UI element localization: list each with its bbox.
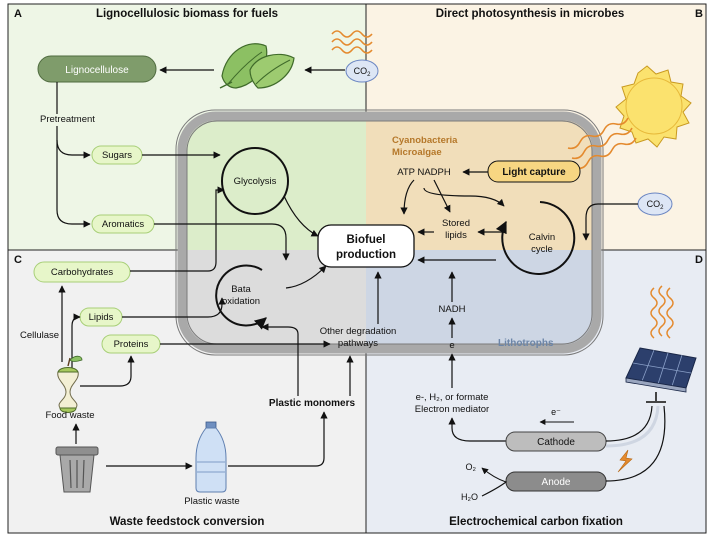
lithotrophs-label: Lithotrophs (498, 338, 554, 349)
plastic-waste-label: Plastic waste (184, 496, 239, 507)
o2-label: O₂ (466, 462, 477, 472)
bata-oxidation-cycle (215, 264, 267, 330)
arrow-bata-to-biofuel (285, 265, 327, 289)
electron-label: e (449, 340, 454, 351)
carbohydrates-label: Carbohydrates (51, 267, 114, 278)
other-pathways-label-line2: pathways (338, 338, 378, 349)
calvin-cycle-label-line1: Calvin (529, 232, 555, 243)
calvin-cycle-label-line2: cycle (531, 244, 553, 255)
arrow-atp-to-biofuel (400, 179, 415, 215)
cyanobacteria-label: Cyanobacteria (392, 135, 458, 146)
arrow-monomers-to-bata (261, 323, 299, 396)
food-waste-label: Food waste (45, 410, 94, 421)
co2-right-label: CO2 (647, 199, 665, 211)
co2-top-node: CO2 (345, 59, 379, 83)
bata-oxidation-label-line2: oxidation (222, 296, 260, 307)
anode-label: Anode (542, 477, 571, 488)
arrow-cathode-to-mediator (448, 417, 506, 442)
figure-border (7, 3, 707, 534)
wires (605, 405, 666, 482)
co2-right-node: CO2 (637, 192, 673, 216)
biofuel-production-node: Biofuel production (317, 224, 415, 268)
biofuel-label-line2: production (336, 249, 396, 261)
heat-waves-d-icon (650, 285, 674, 339)
arrow-pretreatment-to-aromatics (56, 140, 91, 228)
solar-panel-icon (625, 347, 697, 403)
light-capture-label: Light capture (502, 167, 566, 178)
plastic-monomers-label: Plastic monomers (269, 398, 356, 409)
anode-node: Anode (505, 471, 607, 492)
aromatics-label: Aromatics (102, 219, 144, 230)
leaf-icon (219, 43, 295, 89)
heat-waves-a-icon (331, 30, 373, 54)
sugars-node: Sugars (91, 145, 143, 165)
apple-core-icon (57, 355, 83, 413)
mediator-label-line2: Electron mediator (415, 404, 489, 415)
lipids-node: Lipids (79, 307, 123, 327)
light-capture-node: Light capture (487, 160, 581, 183)
carbohydrates-node: Carbohydrates (33, 261, 131, 283)
stored-lipids-label-line1: Stored (442, 218, 470, 229)
arrow-glycolysis-to-biofuel (283, 195, 319, 237)
proteins-label: Proteins (114, 339, 149, 350)
e-minus-label: e⁻ (551, 407, 561, 417)
panel-b-letter: B (695, 8, 703, 20)
arrow-lipids-to-bata (122, 297, 226, 318)
panel-d-title: Electrochemical carbon fixation (449, 516, 623, 528)
cathode-node: Cathode (505, 431, 607, 452)
plastic-bottle-icon (195, 421, 227, 493)
lignocellulose-label: Lignocellulose (65, 65, 129, 76)
lignocellulose-node: Lignocellulose (37, 55, 157, 83)
microalgae-label: Microalgae (392, 147, 442, 158)
panel-a-letter: A (14, 8, 22, 20)
arrow-food-to-lipids (71, 313, 81, 368)
aromatics-node: Aromatics (91, 214, 155, 234)
glycolysis-cycle (221, 147, 289, 215)
co2-top-label: CO2 (354, 66, 372, 78)
trash-can-icon (55, 446, 99, 493)
arrow-aromatics-to-biofuel (154, 223, 290, 261)
cathode-label: Cathode (537, 437, 575, 448)
arrow-h2o-to-o2 (481, 467, 508, 497)
biofuel-label-line1: Biofuel (347, 234, 386, 246)
calvin-cycle (495, 201, 576, 275)
panel-d-letter: D (695, 254, 703, 266)
mediator-label-line1: e-, H₂, or formate (416, 392, 489, 403)
other-pathways-label-line1: Other degradation (320, 326, 397, 337)
arrow-atp-to-stored-lipids (433, 179, 451, 213)
lightning-icon (617, 449, 633, 473)
lipids-label: Lipids (89, 312, 114, 323)
h2o-label: H₂O (461, 492, 478, 502)
stored-lipids-label-line2: lipids (445, 230, 467, 241)
arrow-food-to-proteins (80, 355, 135, 387)
panel-b-title: Direct photosynthesis in microbes (436, 8, 625, 20)
sugars-label: Sugars (102, 150, 132, 161)
arrow-co2-to-calvin (582, 203, 638, 241)
cellulase-label: Cellulase (20, 330, 59, 341)
arrow-atp-to-calvin (423, 187, 505, 207)
glycolysis-label: Glycolysis (234, 176, 277, 187)
arrow-carbohydrates-to-glycolysis (130, 186, 225, 272)
panel-a-title: Lignocellulosic biomass for fuels (96, 8, 278, 20)
sun-icon (615, 65, 692, 148)
arrow-plastic-waste-to-monomers (228, 411, 328, 467)
nadh-label: NADH (439, 304, 466, 315)
proteins-node: Proteins (101, 334, 161, 354)
panel-c-title: Waste feedstock conversion (110, 516, 265, 528)
panel-c-letter: C (14, 254, 22, 266)
atp-nadph-label: ATP NADPH (397, 167, 451, 178)
pretreatment-label: Pretreatment (40, 114, 95, 125)
sun-rays-icon (567, 117, 637, 170)
bata-oxidation-label-line1: Bata (231, 284, 251, 295)
